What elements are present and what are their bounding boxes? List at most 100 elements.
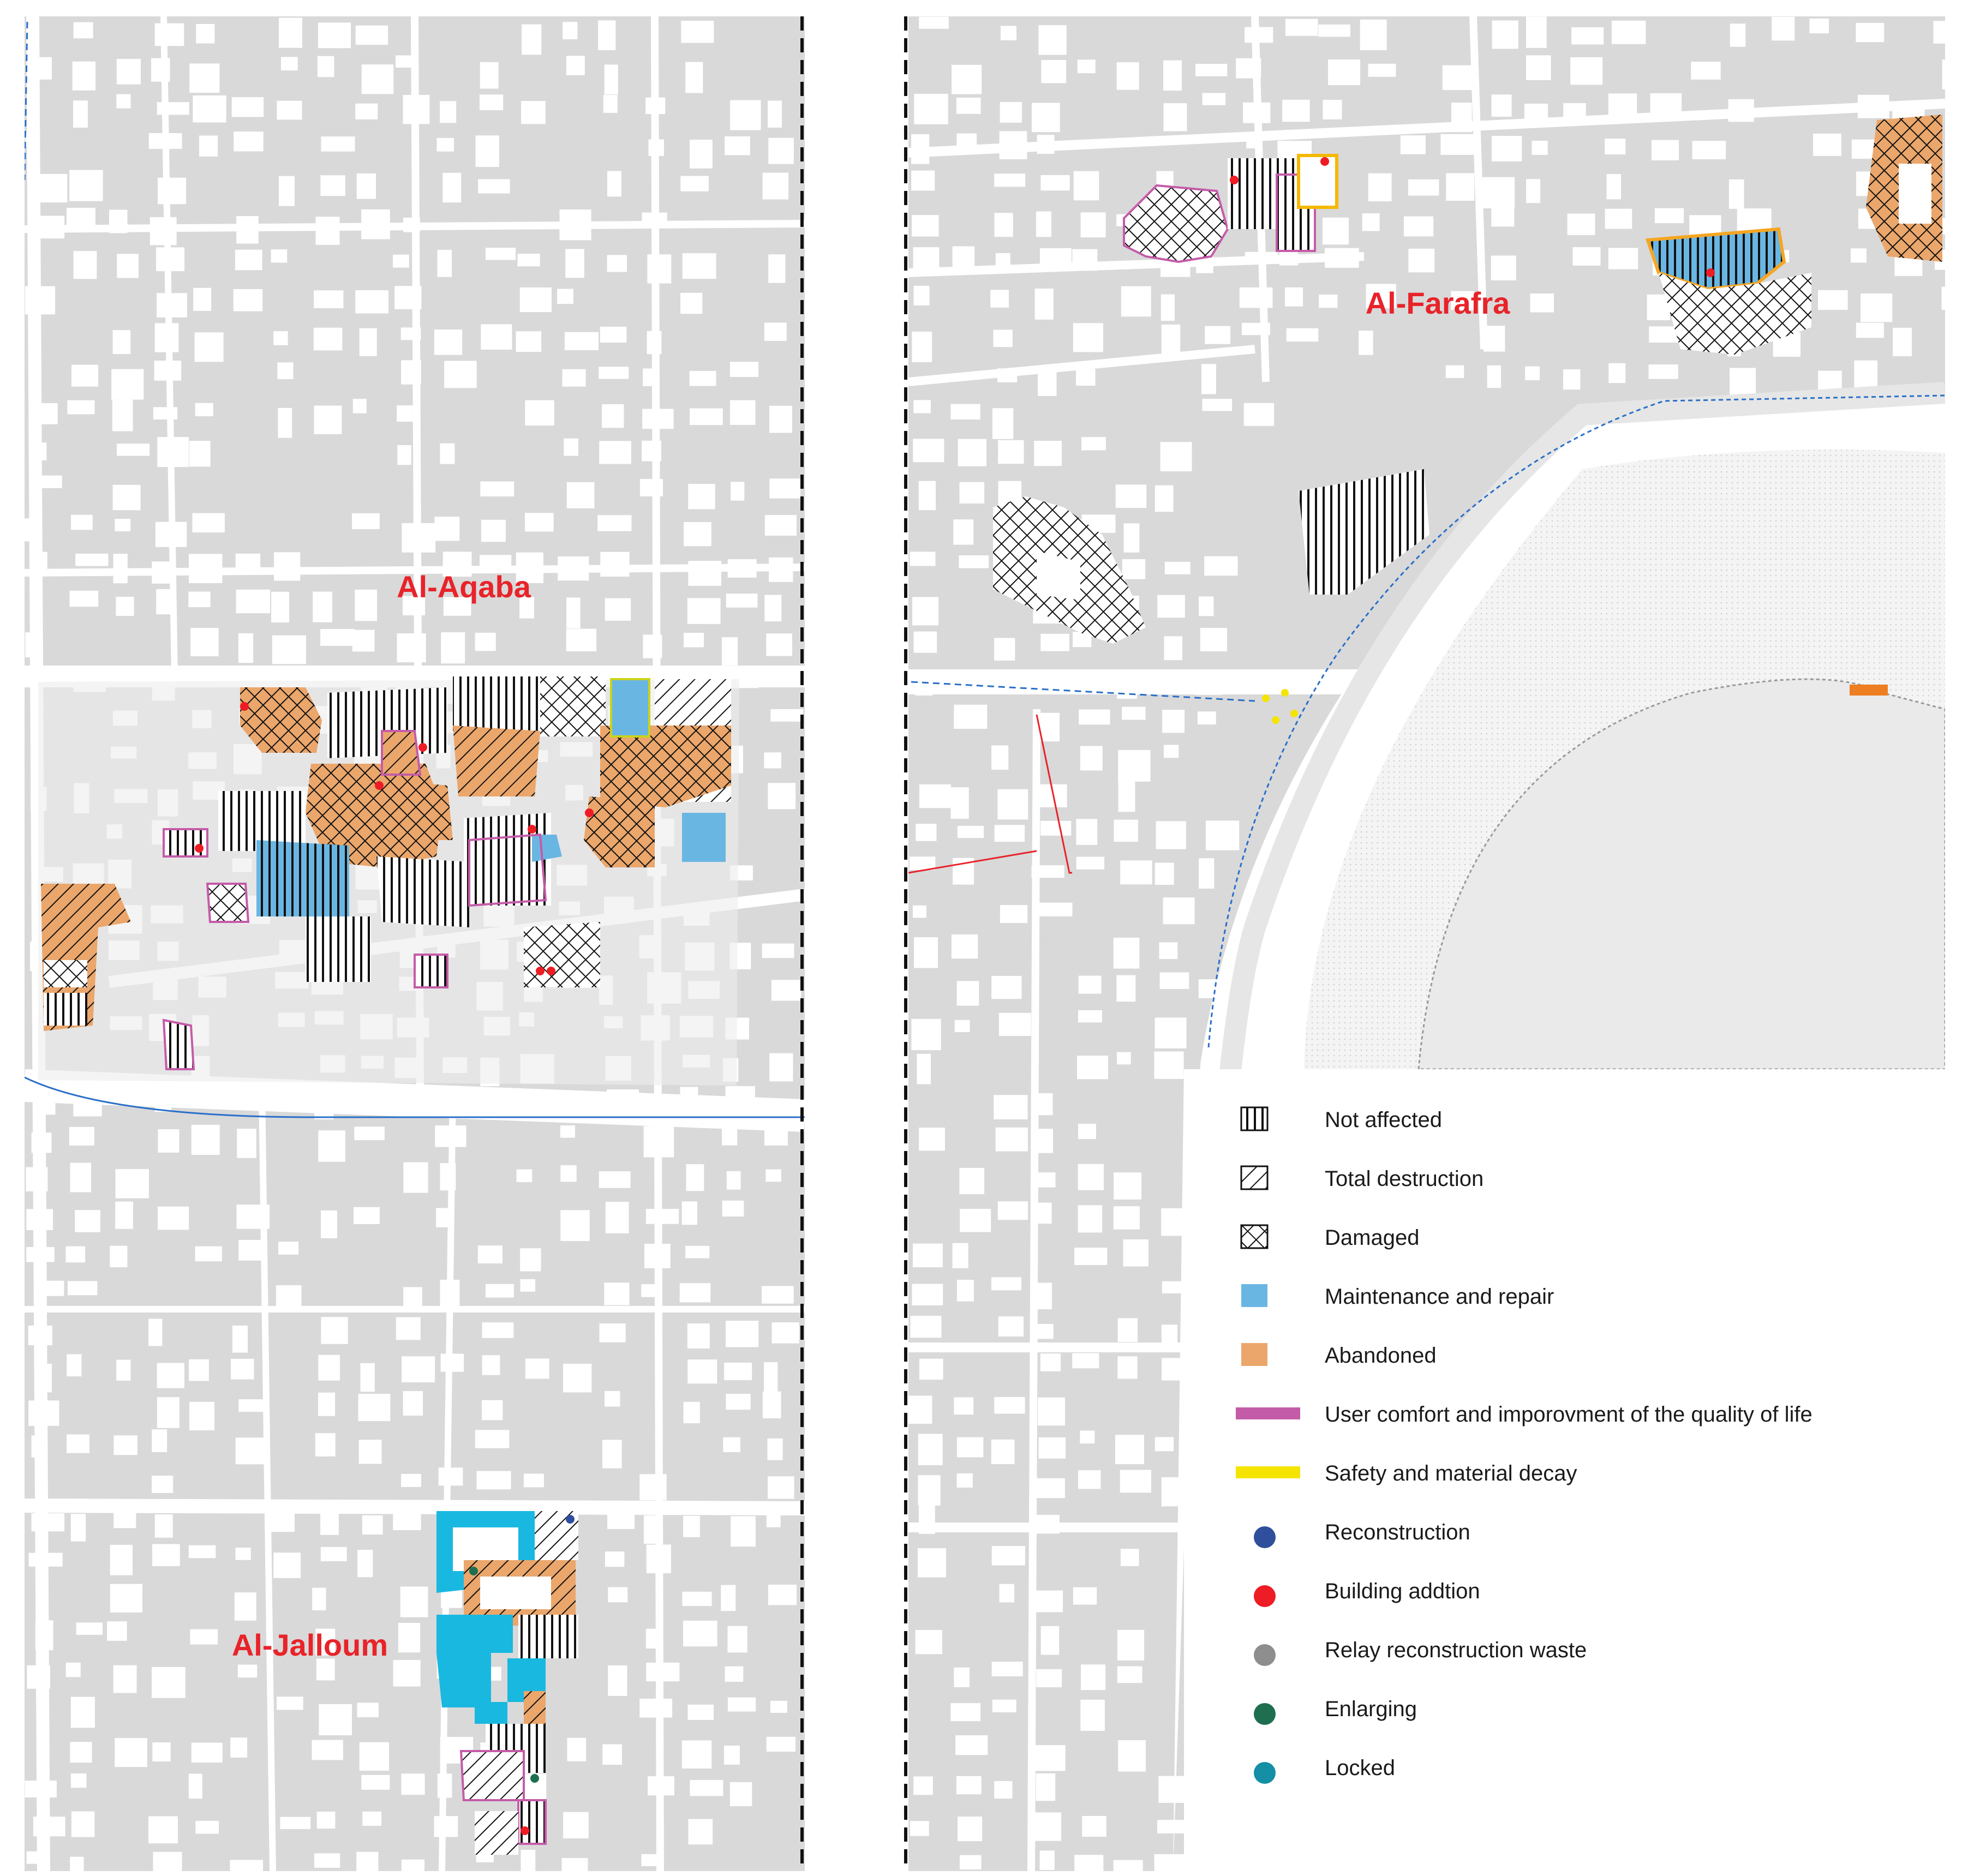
building-footprint: [991, 1277, 1021, 1291]
building-footprint: [192, 513, 225, 533]
building-not-affected: [518, 1615, 578, 1658]
reconstruction-waste-swatch: [1254, 1644, 1276, 1666]
building-footprint: [403, 1391, 423, 1416]
building-footprint: [271, 1511, 295, 1532]
building-footprint: [684, 522, 711, 547]
building-footprint: [188, 591, 211, 607]
legend-item: Not affected: [1240, 1106, 1442, 1132]
building-footprint: [1487, 365, 1501, 388]
building-maintenance: [436, 1615, 513, 1653]
building-footprint: [762, 943, 794, 958]
building-damaged: [524, 922, 600, 987]
building-footprint: [602, 1744, 622, 1765]
building-footprint: [70, 1697, 95, 1728]
building-footprint: [1199, 858, 1215, 889]
building-footprint: [771, 980, 801, 1001]
building-footprint: [560, 1125, 575, 1138]
building-footprint: [604, 1282, 630, 1305]
building-footprint: [687, 1704, 714, 1720]
building-footprint: [1036, 1773, 1056, 1801]
building-footprint: [1036, 1324, 1054, 1339]
building-footprint: [444, 361, 477, 388]
building-footprint: [318, 22, 351, 49]
building-footprint: [110, 1245, 128, 1268]
building-footprint: [520, 1279, 536, 1292]
legend-item: Abandoned: [1241, 1343, 1437, 1368]
building-footprint: [1114, 819, 1138, 842]
building-footprint: [602, 1440, 622, 1469]
building-footprint: [280, 57, 298, 71]
building-footprint: [912, 1284, 943, 1305]
building-footprint: [731, 482, 745, 501]
building-footprint: [68, 1281, 98, 1296]
building-footprint: [1526, 179, 1541, 203]
building-footprint: [991, 1662, 1023, 1676]
building-footprint: [683, 1401, 700, 1424]
building-footprint: [1328, 59, 1361, 86]
building-maintenance: [682, 813, 726, 862]
building-footprint: [910, 1821, 929, 1836]
building-footprint: [1851, 248, 1867, 263]
building-user-comfort: [163, 828, 208, 858]
building-footprint: [1078, 1164, 1104, 1190]
building-footprint: [441, 632, 465, 664]
right-map-panel: [908, 16, 1945, 1871]
building-footprint: [956, 981, 979, 1006]
building-footprint: [1077, 59, 1096, 74]
building-user-comfort: [459, 1750, 525, 1801]
building-footprint: [70, 1773, 87, 1788]
building-footprint: [919, 784, 951, 808]
building-footprint: [765, 1169, 781, 1182]
building-footprint: [991, 976, 1022, 999]
building-footprint: [725, 136, 750, 155]
building-footprint: [440, 443, 455, 464]
building-footprint: [919, 1358, 943, 1380]
building-footprint: [956, 1437, 984, 1458]
building-footprint: [67, 400, 95, 415]
building-footprint: [65, 1246, 86, 1263]
building-footprint: [1073, 1587, 1097, 1605]
building-footprint: [1161, 294, 1175, 321]
building-footprint: [321, 1210, 337, 1238]
building-footprint: [1074, 1855, 1104, 1871]
building-footprint: [274, 552, 301, 581]
building-footprint: [958, 439, 986, 466]
building-footprint: [1113, 1860, 1143, 1871]
building-footprint: [190, 1629, 218, 1645]
building-footprint: [680, 176, 709, 191]
building-footprint: [314, 1853, 340, 1868]
building-damaged: [1123, 184, 1229, 263]
building-footprint: [957, 826, 984, 838]
building-footprint: [481, 324, 512, 350]
building-footprint: [193, 95, 226, 123]
building-footprint: [608, 1587, 628, 1603]
building-footprint: [316, 1812, 336, 1829]
building-footprint: [952, 64, 982, 94]
building-footprint: [115, 1201, 133, 1229]
building-footprint: [317, 56, 334, 77]
canal-line: [1207, 394, 1945, 1048]
building-footprint: [442, 172, 462, 203]
building-footprint: [1525, 366, 1540, 380]
building-footprint: [1123, 1239, 1149, 1267]
building-footprint: [1117, 1629, 1145, 1661]
building-footprint: [1116, 975, 1136, 1002]
building-footprint: [994, 213, 1013, 237]
building-footprint: [188, 1545, 216, 1559]
building-footprint: [762, 1391, 781, 1419]
building-footprint: [230, 1737, 248, 1758]
building-footprint: [727, 1626, 747, 1653]
building-footprint: [685, 62, 703, 93]
building-footprint: [1040, 1353, 1061, 1371]
building-footprint: [1201, 364, 1216, 394]
building-footprint: [1526, 16, 1547, 48]
building-footprint: [918, 1475, 941, 1506]
building-footprint: [1366, 284, 1396, 309]
building-footprint: [1078, 1124, 1096, 1139]
building-footprint: [1611, 20, 1646, 44]
locked-swatch: [1254, 1762, 1276, 1784]
building-footprint: [764, 1362, 778, 1392]
building-footprint: [913, 1243, 943, 1268]
building-footprint: [521, 101, 546, 124]
building-footprint: [766, 1514, 781, 1527]
